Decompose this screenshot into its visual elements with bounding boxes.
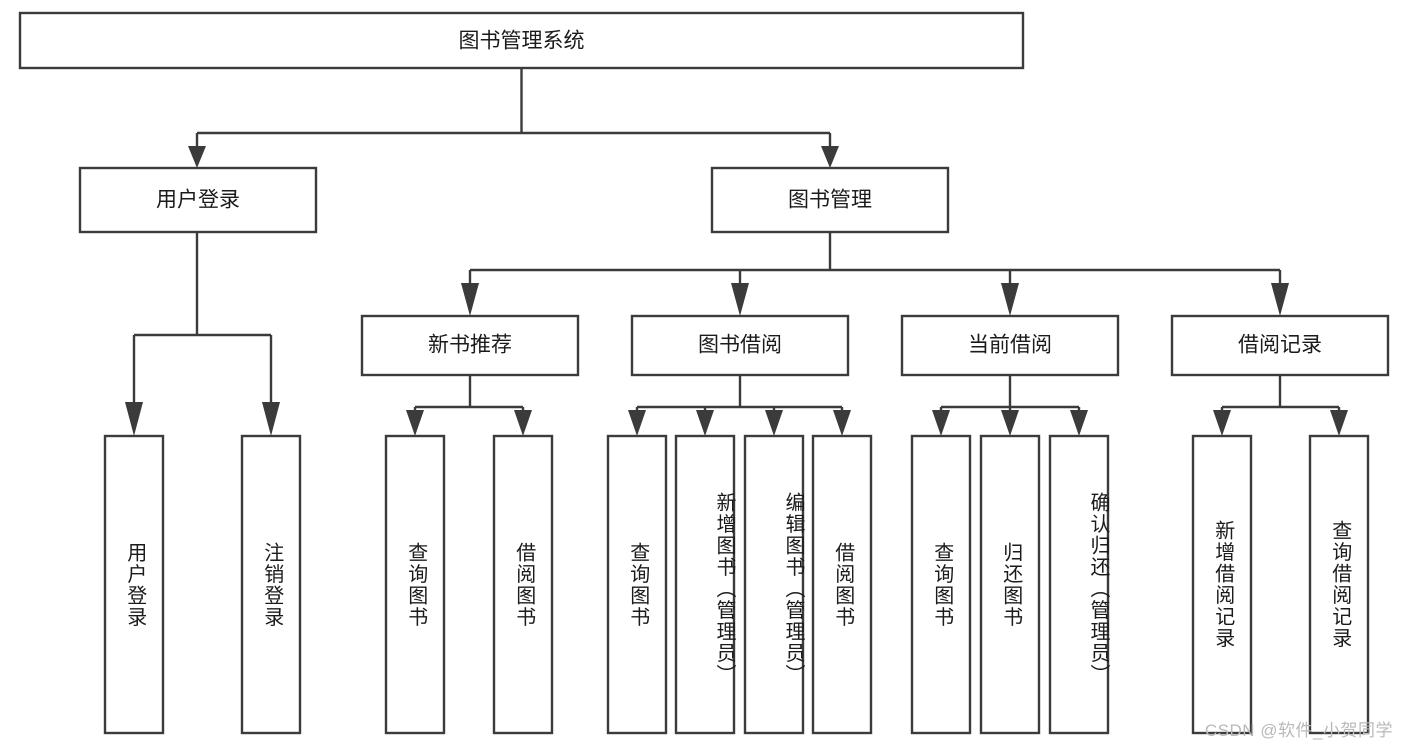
leaf-boxes	[103, 434, 1370, 735]
node-box-leaf-borrow-book-recommend[interactable]	[492, 434, 554, 735]
connector-group-root-to-level1	[188, 68, 839, 168]
node-box-leaf-query-borrow-record[interactable]	[1308, 434, 1370, 735]
node-box-borrow-record[interactable]	[1170, 314, 1390, 377]
node-new-book-recommend[interactable]: 新书推荐	[360, 314, 580, 377]
node-box-leaf-borrow-book[interactable]	[811, 434, 873, 735]
node-box-leaf-confirm-return-admin[interactable]	[1048, 434, 1110, 735]
arrow-head-leaf-query-borrow-record	[1330, 410, 1348, 436]
arrow-head-leaf-borrow-book-recommend	[514, 410, 532, 436]
csdn-watermark: CSDN @软件_小贺同学	[1204, 721, 1393, 740]
node-box-leaf-query-book-recommend[interactable]	[384, 434, 446, 735]
node-user-login[interactable]: 用户登录	[78, 166, 318, 234]
node-box-leaf-query-book-borrow[interactable]	[606, 434, 668, 735]
arrow-head-leaf-confirm-return-admin	[1070, 410, 1088, 436]
arrow-head-book-borrow	[731, 283, 749, 316]
node-box-leaf-logout-login[interactable]	[240, 434, 302, 735]
arrow-head-current-borrow	[1001, 283, 1019, 316]
node-box-leaf-return-book[interactable]	[979, 434, 1041, 735]
connector-group-book-borrow-to-leaves	[628, 375, 851, 436]
arrow-head-leaf-borrow-book	[833, 410, 851, 436]
node-box-book-management[interactable]	[710, 166, 950, 234]
node-borrow-record[interactable]: 借阅记录	[1170, 314, 1390, 377]
node-book-borrow[interactable]: 图书借阅	[630, 314, 850, 377]
connector-group-book-management-to-level2	[461, 232, 1289, 316]
arrow-head-leaf-query-book-current	[932, 410, 950, 436]
arrow-head-book-management	[821, 146, 839, 168]
node-box-new-book-recommend[interactable]	[360, 314, 580, 377]
node-label-book-borrow: 图书借阅	[698, 334, 782, 357]
arrow-head-leaf-return-book	[1001, 410, 1019, 436]
node-label-current-borrow: 当前借阅	[968, 334, 1052, 357]
node-box-leaf-edit-book-admin[interactable]	[743, 434, 805, 735]
connector-group-user-login-to-leaves	[125, 232, 280, 436]
node-label-root: 图书管理系统	[459, 30, 585, 53]
node-box-user-login[interactable]	[78, 166, 318, 234]
arrow-head-leaf-user-login	[125, 402, 143, 436]
arrow-head-leaf-query-book-borrow	[628, 410, 646, 436]
node-box-leaf-add-borrow-record[interactable]	[1191, 434, 1253, 735]
node-label-book-management: 图书管理	[788, 189, 872, 212]
node-label-user-login: 用户登录	[156, 189, 240, 212]
node-box-book-borrow[interactable]	[630, 314, 850, 377]
connector-group-new-book-recommend-to-leaves	[406, 375, 532, 436]
node-label-borrow-record: 借阅记录	[1238, 334, 1322, 357]
node-box-leaf-query-book-current[interactable]	[910, 434, 972, 735]
arrow-head-leaf-edit-book-admin	[765, 410, 783, 436]
node-box-current-borrow[interactable]	[900, 314, 1120, 377]
arrow-head-borrow-record	[1271, 283, 1289, 316]
connector-group-borrow-record-to-leaves	[1213, 375, 1348, 436]
node-root[interactable]: 图书管理系统	[18, 11, 1025, 70]
node-box-leaf-add-book-admin[interactable]	[674, 434, 736, 735]
node-book-management[interactable]: 图书管理	[710, 166, 950, 234]
arrow-head-leaf-query-book-recommend	[406, 410, 424, 436]
arrow-head-leaf-add-borrow-record	[1213, 410, 1231, 436]
node-current-borrow[interactable]: 当前借阅	[900, 314, 1120, 377]
arrow-head-leaf-logout-login	[262, 402, 280, 436]
node-box-leaf-user-login[interactable]	[103, 434, 165, 735]
connector-group-current-borrow-to-leaves	[932, 375, 1088, 436]
node-label-new-book-recommend: 新书推荐	[428, 334, 512, 357]
arrow-head-user-login	[188, 146, 206, 168]
arrow-head-new-book-recommend	[461, 283, 479, 316]
arrow-head-leaf-add-book-admin	[696, 410, 714, 436]
node-box-root[interactable]	[18, 11, 1025, 70]
